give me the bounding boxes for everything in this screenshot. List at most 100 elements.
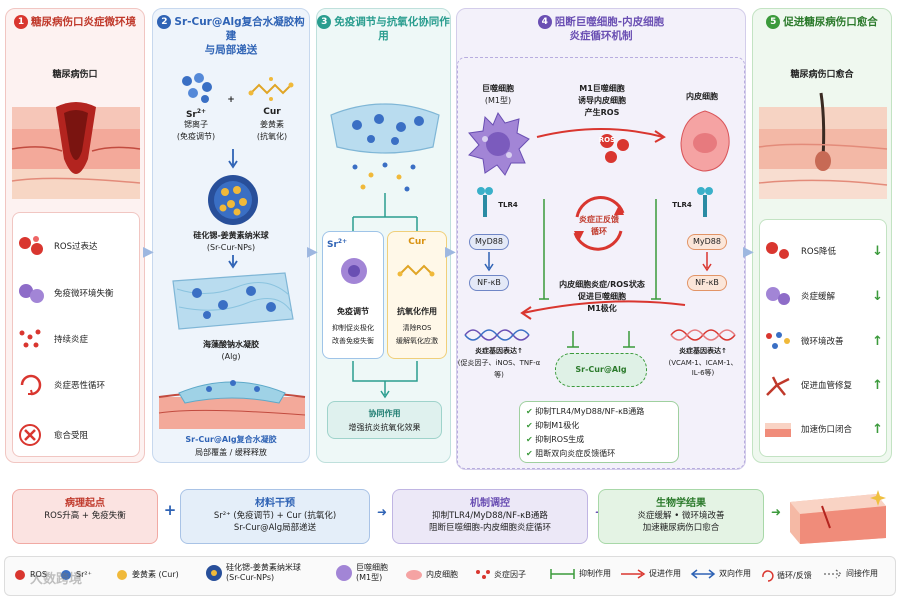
list-item: ✔ 阻断双向炎症反馈循环 — [526, 449, 616, 458]
down-arrow — [702, 252, 712, 272]
endothelial-cell-icon — [680, 110, 730, 172]
cur-name: 姜黄素 — [260, 120, 284, 129]
list-item: 免疫微环境失衡 — [16, 281, 114, 305]
check-icon: ✔ — [526, 407, 536, 416]
arrow-right-icon: ➜ — [376, 505, 388, 519]
microenvironment-icon — [763, 329, 793, 353]
arrow-right-icon: ➜ — [770, 505, 782, 519]
down-arrow — [228, 149, 238, 169]
delivery-mode: 局部覆盖 / 缓释释放 — [195, 448, 267, 457]
down-arrow — [228, 255, 238, 269]
indirect-arrow-icon — [824, 569, 842, 579]
macrophage-icon — [763, 284, 793, 308]
legend-item: 内皮细胞 — [405, 569, 458, 581]
summary-material: 材料干预 Sr²⁺ (免疫调节) + Cur (抗氧化) Sr-Cur@Alg局… — [180, 489, 370, 544]
list-item: 炎症恶性循环 — [16, 373, 105, 397]
sr-effect-card: Sr2+ 免疫调节 抑制促炎极化 改善免疫失衡 — [322, 231, 384, 359]
ros-icon — [16, 234, 46, 258]
effects-list: ✔ 抑制TLR4/MyD88/NF-κB通路 ✔ 抑制M1极化 ✔ 抑制ROS生… — [519, 401, 679, 463]
step-number: 2 — [157, 15, 172, 29]
drug-node: Sr-Cur@Alg — [555, 353, 647, 387]
sr-role: (免疫调节) — [176, 132, 216, 141]
feedback-loop-label: 炎症正反馈 — [579, 215, 619, 224]
ros-icon — [15, 570, 25, 580]
inhibit-ticks — [567, 331, 635, 348]
dna-icon — [670, 329, 736, 341]
check-icon: ✔ — [526, 421, 536, 430]
list-item: 炎症缓解↓ — [763, 284, 883, 308]
macrophage-label: 巨噬细胞 — [482, 84, 514, 93]
curcumin-molecule-icon — [397, 264, 435, 277]
strontium-icon — [61, 570, 71, 580]
inflammatory-factor-icon — [16, 327, 46, 351]
tlr4-right-label: TLR4 — [672, 201, 692, 209]
legend-item: 间接作用 — [823, 569, 878, 579]
tlr4-receptor-icon — [477, 187, 493, 217]
panel-arrow-icon: ▶ — [743, 244, 754, 260]
list-item: 促进血管修复↑ — [763, 373, 883, 397]
check-icon: ✔ — [526, 435, 536, 444]
curcumin-icon — [117, 570, 127, 580]
list-item: ✔ 抑制ROS生成 — [526, 435, 585, 444]
legend-item: 硅化锶-姜黄素纳米球(Sr-Cur-NPs) — [205, 563, 301, 583]
macrophage-cell-icon — [468, 111, 530, 176]
ros-tag: ROS — [598, 136, 616, 144]
arrow-up-icon: ↑ — [872, 377, 883, 393]
tlr4-receptor-icon — [697, 187, 713, 217]
list-item: 加速伤口闭合↑ — [763, 417, 883, 441]
bidirectional-arrow-icon — [690, 569, 716, 579]
step-number: 4 — [537, 15, 552, 29]
cycle-icon — [762, 570, 774, 582]
nfkb-left: NF-κB — [469, 275, 509, 291]
legend-item: Sr²⁺ — [59, 569, 92, 581]
promote-arrow — [520, 300, 686, 320]
step-number: 5 — [766, 15, 781, 29]
list-item: ROS过表达 — [16, 234, 98, 258]
nanosphere-abbrev: (Sr-Cur-NPs) — [206, 243, 256, 252]
cur-effect-card: Cur 抗氧化作用 清除ROS 缓解氧化应激 — [387, 231, 447, 359]
ros-cluster-icon — [600, 134, 629, 163]
blocked-icon — [16, 423, 46, 447]
list-item: ✔ 抑制TLR4/MyD88/NF-κB通路 — [526, 407, 645, 416]
inflammatory-factor-icon — [476, 570, 490, 579]
list-item: 微环境改善↑ — [763, 329, 883, 353]
panel-arrow-icon: ▶ — [143, 244, 154, 260]
strontium-ions-icon — [182, 73, 212, 103]
nanosphere-icon — [206, 565, 222, 581]
legend-item: ROS — [13, 569, 47, 581]
nanosphere-icon — [208, 175, 258, 225]
gene-expression-right: 炎症基因表达↑ — [679, 347, 727, 355]
list-item: 持续炎症 — [16, 327, 88, 351]
macrophage-icon — [341, 258, 367, 284]
m1-induce-line3: 产生ROS — [584, 108, 620, 117]
sr-name: 锶离子 — [184, 120, 208, 129]
list-item: 愈合受阻 — [16, 423, 88, 447]
split-arrows — [352, 209, 418, 231]
legend: ROS Sr²⁺ 姜黄素 (Cur) 硅化锶-姜黄素纳米球(Sr-Cur-NPs… — [4, 556, 896, 596]
gene-expression-left: 炎症基因表达↑ — [475, 347, 523, 355]
legend-item: 姜黄素 (Cur) — [115, 569, 179, 581]
hydrogel-release-illustration — [330, 103, 440, 209]
hydrogel-on-wound-illustration — [158, 380, 306, 429]
down-arrow — [484, 252, 494, 272]
healed-skin-block-icon — [790, 490, 886, 544]
inhibit-line-left — [539, 199, 549, 300]
legend-item: 促进作用 — [620, 569, 681, 579]
cur-role: (抗氧化) — [256, 132, 288, 141]
myd88-left: MyD88 — [469, 234, 509, 250]
macrophage-type: (M1型) — [484, 96, 512, 105]
arrow-down-icon: ↓ — [872, 288, 883, 304]
hydrogel-abbrev: (Alg) — [221, 352, 241, 361]
legend-item: 抑制作用 — [550, 569, 611, 579]
hydrogel-block-icon — [172, 272, 294, 330]
endothelial-icon — [406, 570, 422, 580]
legend-item: 双向作用 — [690, 569, 751, 579]
wound-label: 糖尿病伤口 — [52, 70, 98, 80]
inhibit-line-right — [651, 199, 661, 300]
